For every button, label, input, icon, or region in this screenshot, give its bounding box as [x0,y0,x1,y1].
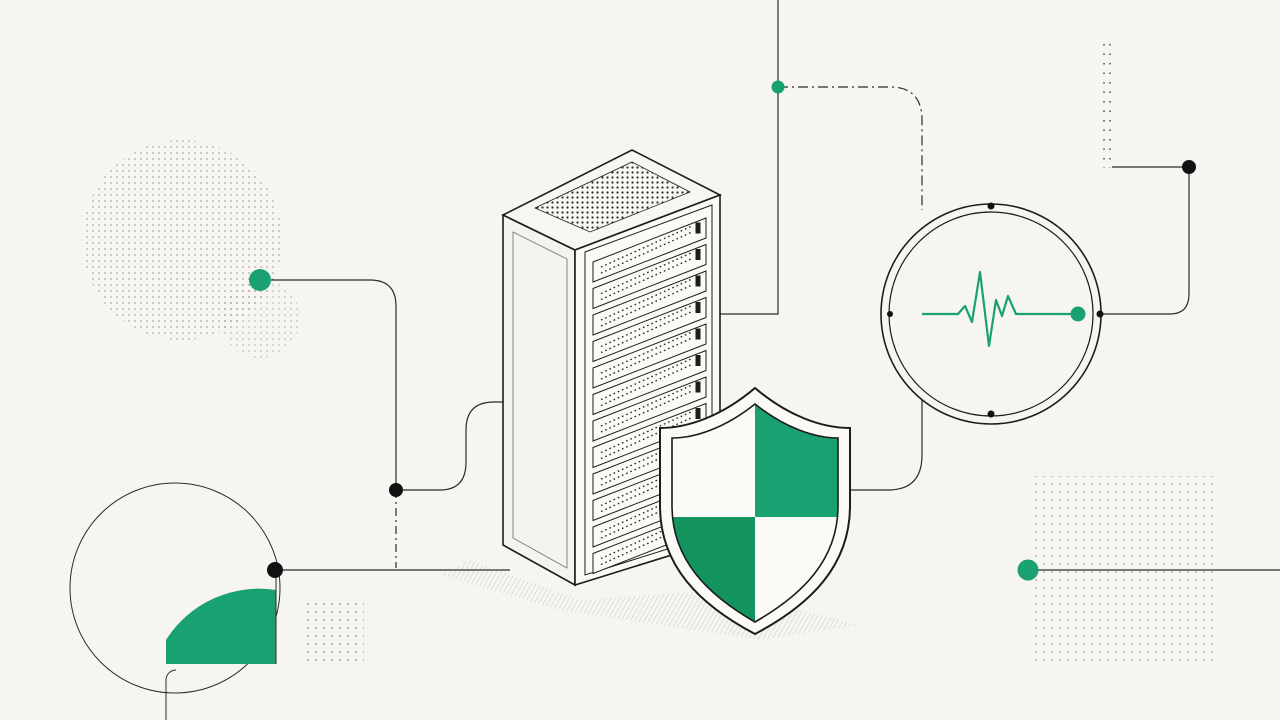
rack-slot-indicator [695,328,701,340]
dotted-circle-decoration [82,140,300,358]
rack-slot-indicator [695,302,701,313]
heartbeat-monitor-icon [880,202,1102,425]
rack-slot-vent [600,310,693,354]
rack-slot-vent [600,225,693,268]
connector-nodes [249,80,1196,581]
quarter-circle-decoration [69,482,281,720]
rack-slot-indicator [695,355,701,366]
rack-slot-vent [600,251,693,295]
rack-slot-vent [600,410,693,454]
rack-slot-vent [600,278,693,321]
rack-slot [592,376,707,442]
rack-slot-indicator [695,381,701,393]
rack-slot [592,217,707,283]
rack-slot-vent [600,331,693,374]
rack-slot-vent [600,304,693,348]
rack-slot-vent [600,384,693,427]
rack-slot-vent [600,284,693,327]
rack-slot-indicator [695,222,701,234]
rack-slot-vent [600,337,693,380]
rack-slot-vent [600,357,693,401]
dotted-line-decoration [1103,44,1111,168]
rack-slot-indicator [695,249,701,260]
security-shield-icon [659,386,851,636]
small-dot-grid-decoration [304,600,364,664]
rack-slot-vent [600,363,693,407]
rack-slot-vent [600,257,693,301]
rack-slot-indicator [695,408,701,419]
rack-slot [592,323,707,389]
rack-slot [592,296,707,363]
rack-slot-vent [600,231,693,274]
rack-slot [592,270,707,336]
rack-slot [592,243,707,310]
rack-slot-vent [600,416,693,460]
rack-slot [592,349,707,416]
connector-lines [260,0,1280,571]
rack-slot-vent [600,390,693,433]
rack-slot-indicator [695,275,701,287]
